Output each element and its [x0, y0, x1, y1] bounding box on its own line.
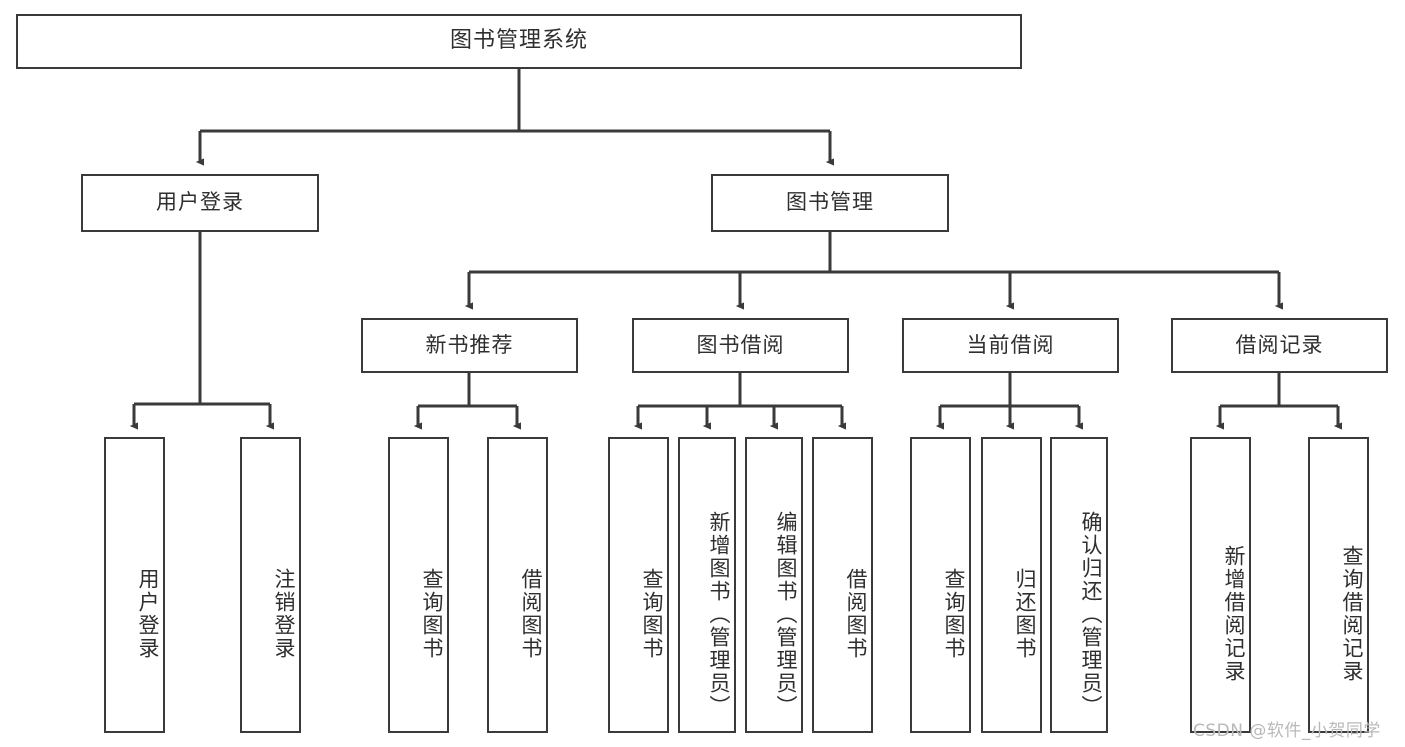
- node-user-login[interactable]: 用户登录: [81, 174, 319, 232]
- node-leaf-add-book[interactable]: 新增图书（管理员）: [678, 437, 736, 733]
- node-leaf-edit-book-label: 编辑图书（管理员）: [774, 510, 798, 718]
- node-leaf-logout-label: 注销登录: [272, 568, 296, 660]
- node-leaf-query-record-label: 查询借阅记录: [1340, 545, 1364, 683]
- node-leaf-query-book-2[interactable]: 查询图书: [608, 437, 669, 733]
- node-new-book-recommend-label: 新书推荐: [425, 332, 514, 357]
- node-leaf-query-record[interactable]: 查询借阅记录: [1308, 437, 1369, 733]
- node-leaf-confirm-return[interactable]: 确认归还（管理员）: [1050, 437, 1108, 733]
- node-root[interactable]: 图书管理系统: [16, 14, 1022, 69]
- node-leaf-user-login[interactable]: 用户登录: [104, 437, 165, 733]
- node-book-borrow[interactable]: 图书借阅: [632, 318, 849, 373]
- node-leaf-borrow-book-1[interactable]: 借阅图书: [487, 437, 548, 733]
- node-book-manage[interactable]: 图书管理: [711, 174, 949, 232]
- node-leaf-add-record[interactable]: 新增借阅记录: [1190, 437, 1251, 733]
- node-leaf-logout[interactable]: 注销登录: [240, 437, 301, 733]
- node-user-login-label: 用户登录: [156, 190, 244, 215]
- node-borrow-record[interactable]: 借阅记录: [1171, 318, 1388, 373]
- node-leaf-user-login-label: 用户登录: [136, 568, 160, 660]
- node-leaf-query-book-1[interactable]: 查询图书: [388, 437, 449, 733]
- node-leaf-return-book[interactable]: 归还图书: [981, 437, 1042, 733]
- node-leaf-query-book-3[interactable]: 查询图书: [910, 437, 971, 733]
- node-current-borrow-label: 当前借阅: [966, 332, 1055, 357]
- node-leaf-borrow-book-1-label: 借阅图书: [519, 568, 543, 660]
- node-leaf-borrow-book-2-label: 借阅图书: [844, 568, 868, 660]
- node-book-manage-label: 图书管理: [786, 190, 874, 215]
- node-leaf-add-book-label: 新增图书（管理员）: [707, 510, 731, 718]
- node-leaf-add-record-label: 新增借阅记录: [1222, 545, 1246, 683]
- node-new-book-recommend[interactable]: 新书推荐: [361, 318, 578, 373]
- node-leaf-query-book-1-label: 查询图书: [420, 568, 444, 660]
- node-leaf-return-book-label: 归还图书: [1013, 568, 1037, 660]
- node-book-borrow-label: 图书借阅: [696, 332, 785, 357]
- node-leaf-edit-book[interactable]: 编辑图书（管理员）: [745, 437, 803, 733]
- node-root-label: 图书管理系统: [449, 28, 588, 54]
- node-borrow-record-label: 借阅记录: [1235, 332, 1324, 357]
- node-leaf-query-book-2-label: 查询图书: [640, 568, 664, 660]
- csdn-watermark: CSDN @软件_小贺同学: [1193, 721, 1381, 741]
- node-leaf-query-book-3-label: 查询图书: [942, 568, 966, 660]
- node-leaf-confirm-return-label: 确认归还（管理员）: [1079, 510, 1103, 718]
- node-current-borrow[interactable]: 当前借阅: [902, 318, 1119, 373]
- node-leaf-borrow-book-2[interactable]: 借阅图书: [812, 437, 873, 733]
